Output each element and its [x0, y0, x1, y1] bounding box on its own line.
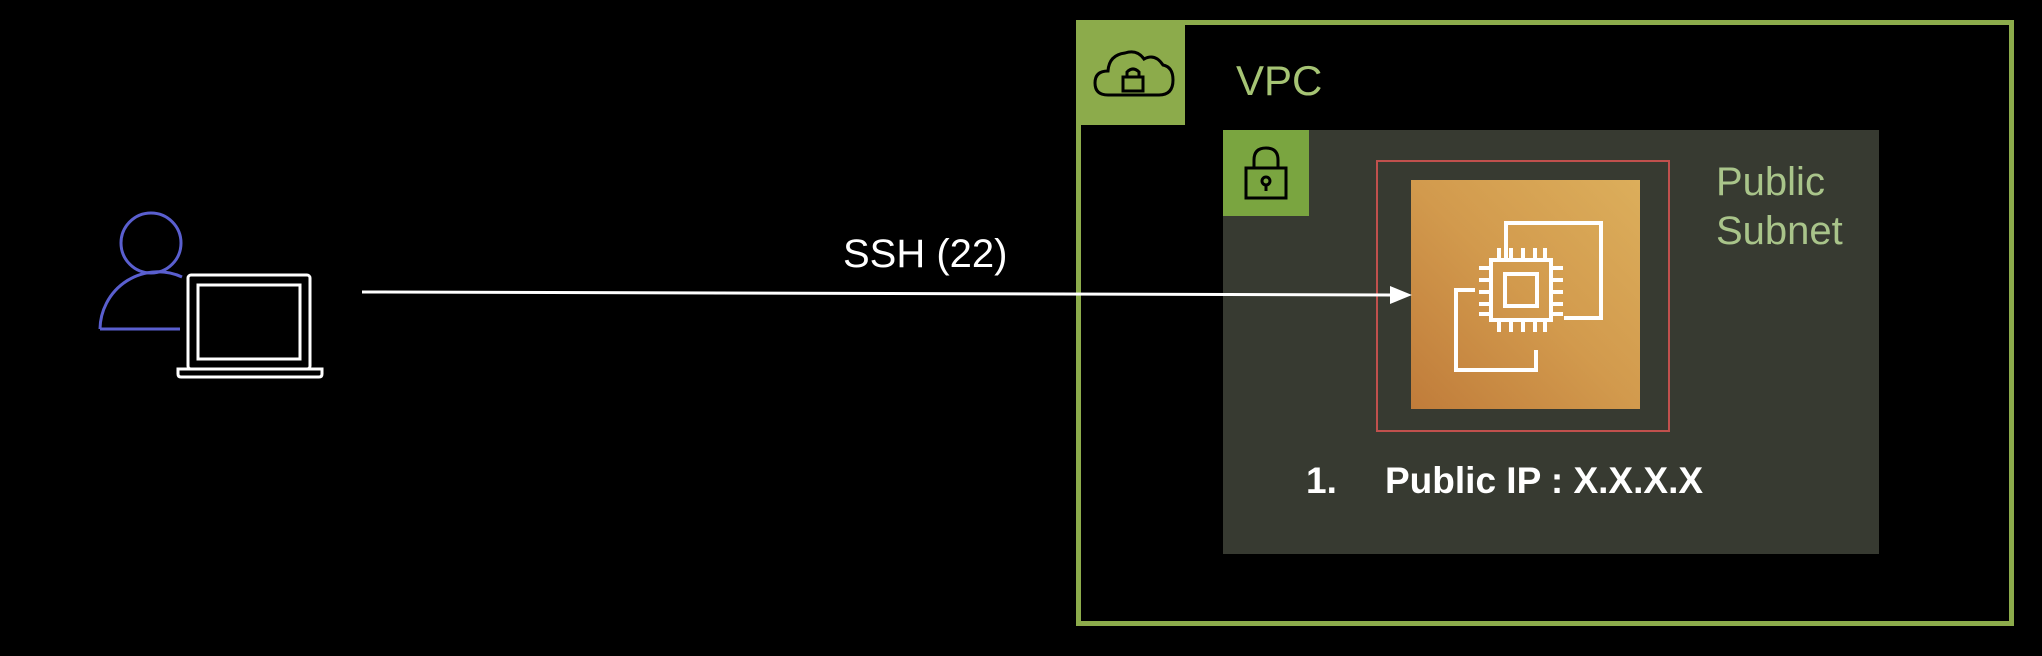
vpc-container	[1076, 20, 2014, 626]
subnet-icon-tile	[1223, 130, 1309, 216]
ec2-instance-icon	[1411, 180, 1640, 409]
public-ip-text: Public IP : X.X.X.X	[1385, 460, 1704, 501]
user-icon	[98, 211, 183, 331]
user-with-laptop	[90, 205, 330, 385]
vpc-label: VPC	[1236, 57, 1323, 104]
subnet-label-line2: Subnet	[1716, 209, 1843, 253]
subnet-label: Public Subnet	[1716, 158, 1876, 256]
laptop-icon	[176, 273, 324, 379]
ssh-connection-label: SSH (22)	[843, 232, 1008, 276]
vpc-icon-tile	[1081, 25, 1185, 125]
cloud-lock-icon	[1093, 50, 1175, 97]
ip-list-number: 1.	[1306, 460, 1337, 501]
lock-icon	[1244, 146, 1288, 200]
subnet-label-line1: Public	[1716, 160, 1825, 204]
chip-icon	[1454, 221, 1603, 372]
